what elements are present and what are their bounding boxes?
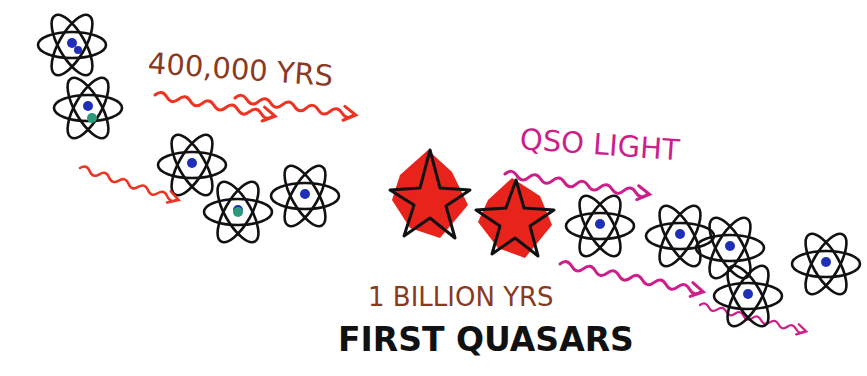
atom: [696, 212, 764, 284]
atom: [566, 190, 634, 262]
atom: [54, 72, 122, 144]
atom: [714, 260, 782, 332]
atom: [646, 200, 714, 272]
annotation-label: FIRST QUASARS: [338, 322, 634, 358]
atom: [792, 228, 860, 300]
atom: [271, 160, 339, 232]
annotation-label: 400,000 YRS: [147, 48, 334, 93]
annotation-label: 1 BILLION YRS: [368, 283, 554, 312]
quasar-star: [390, 150, 470, 238]
atom: [204, 176, 272, 248]
annotation-label: QSO LIGHT: [519, 124, 681, 167]
atom: [158, 129, 226, 201]
quasar-star: [476, 178, 554, 258]
atom: [38, 9, 106, 81]
